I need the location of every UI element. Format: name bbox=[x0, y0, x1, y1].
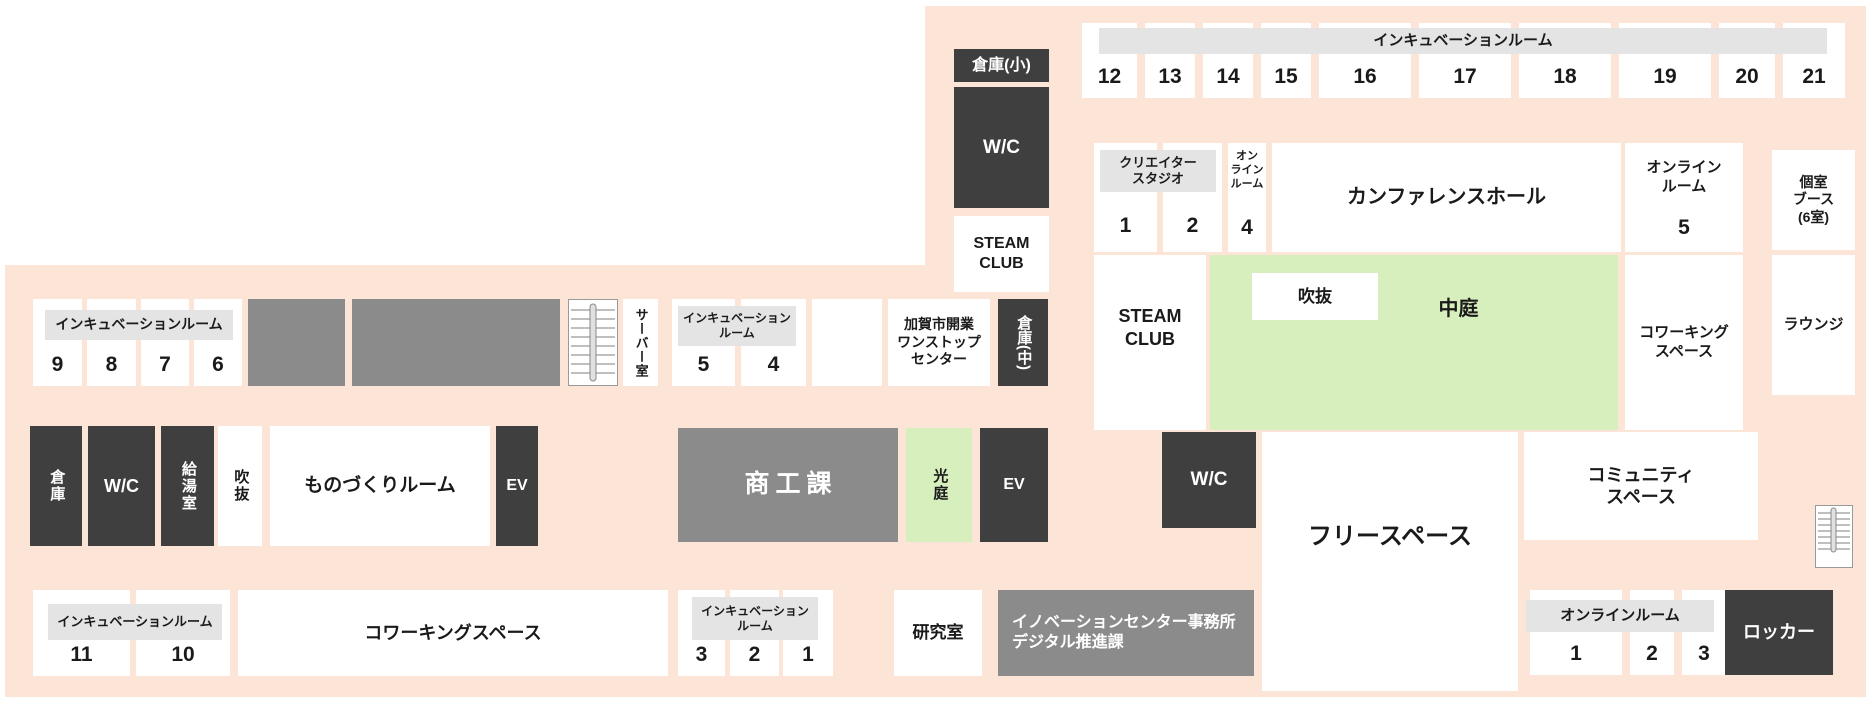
banner-incubation-west: インキュベーションルーム bbox=[45, 310, 233, 340]
room-light-court: 光庭 bbox=[906, 428, 972, 542]
room-atrium-void: 吹抜 bbox=[1252, 273, 1378, 320]
banner-incubation-south-west: インキュベーションルーム bbox=[48, 604, 222, 640]
room-wc-east: W/C bbox=[1162, 432, 1256, 528]
elevator-west: EV bbox=[496, 426, 538, 546]
room-free-space: フリースペース bbox=[1262, 432, 1518, 691]
room-innovation-office: イノベーションセンター事務所 デジタル推進課 bbox=[998, 590, 1254, 676]
room-steam-club: STEAM CLUB bbox=[1094, 255, 1206, 430]
room-steam-club-north: STEAM CLUB bbox=[954, 216, 1049, 292]
room-kitchenette: 給湯室 bbox=[161, 426, 214, 546]
room-wc-north: W/C bbox=[954, 87, 1049, 208]
banner-incubation-north: インキュベーションルーム bbox=[1099, 28, 1827, 54]
stairs-east-icon bbox=[1815, 505, 1853, 568]
room-kaga-onestop-center: 加賀市開業 ワンストップ センター bbox=[888, 299, 990, 386]
unlabeled-room-a bbox=[248, 299, 345, 386]
vacant-room bbox=[812, 299, 882, 386]
room-storage-small: 倉庫(小) bbox=[954, 49, 1049, 82]
room-void-west: 吹抜 bbox=[218, 426, 262, 546]
banner-incubation-mid: インキュベーション ルーム bbox=[678, 306, 796, 346]
stairs-west-icon bbox=[568, 299, 618, 386]
room-lab: 研究室 bbox=[894, 590, 982, 676]
room-storage-west: 倉庫 bbox=[30, 426, 82, 546]
room-private-booth: 個室 ブース (6室) bbox=[1772, 150, 1855, 250]
room-monozukuri: ものづくりルーム bbox=[270, 426, 490, 546]
room-server: サーバー室 bbox=[623, 299, 658, 386]
room-community-space: コミュニティ スペース bbox=[1524, 432, 1758, 540]
room-shoko-division: 商工課 bbox=[678, 428, 898, 542]
unlabeled-room-b bbox=[352, 299, 560, 386]
room-locker: ロッカー bbox=[1725, 590, 1833, 675]
room-wc-west: W/C bbox=[88, 426, 155, 546]
elevator-east: EV bbox=[980, 428, 1048, 542]
room-online-4: オン ライン ルーム 4 bbox=[1228, 143, 1266, 252]
room-lounge: ラウンジ bbox=[1772, 255, 1855, 395]
room-coworking-south: コワーキングスペース bbox=[238, 590, 668, 676]
room-conference-hall: カンファレンスホール bbox=[1272, 143, 1621, 252]
banner-online-south: オンラインルーム bbox=[1526, 600, 1714, 632]
banner-incubation-south: インキュベーション ルーム bbox=[692, 597, 818, 640]
room-online-5: オンライン ルーム 5 bbox=[1625, 143, 1743, 252]
room-storage-mid: 倉庫(中) bbox=[998, 299, 1048, 386]
banner-creator-studio: クリエイター スタジオ bbox=[1100, 150, 1216, 192]
room-coworking-east: コワーキング スペース bbox=[1625, 255, 1743, 430]
